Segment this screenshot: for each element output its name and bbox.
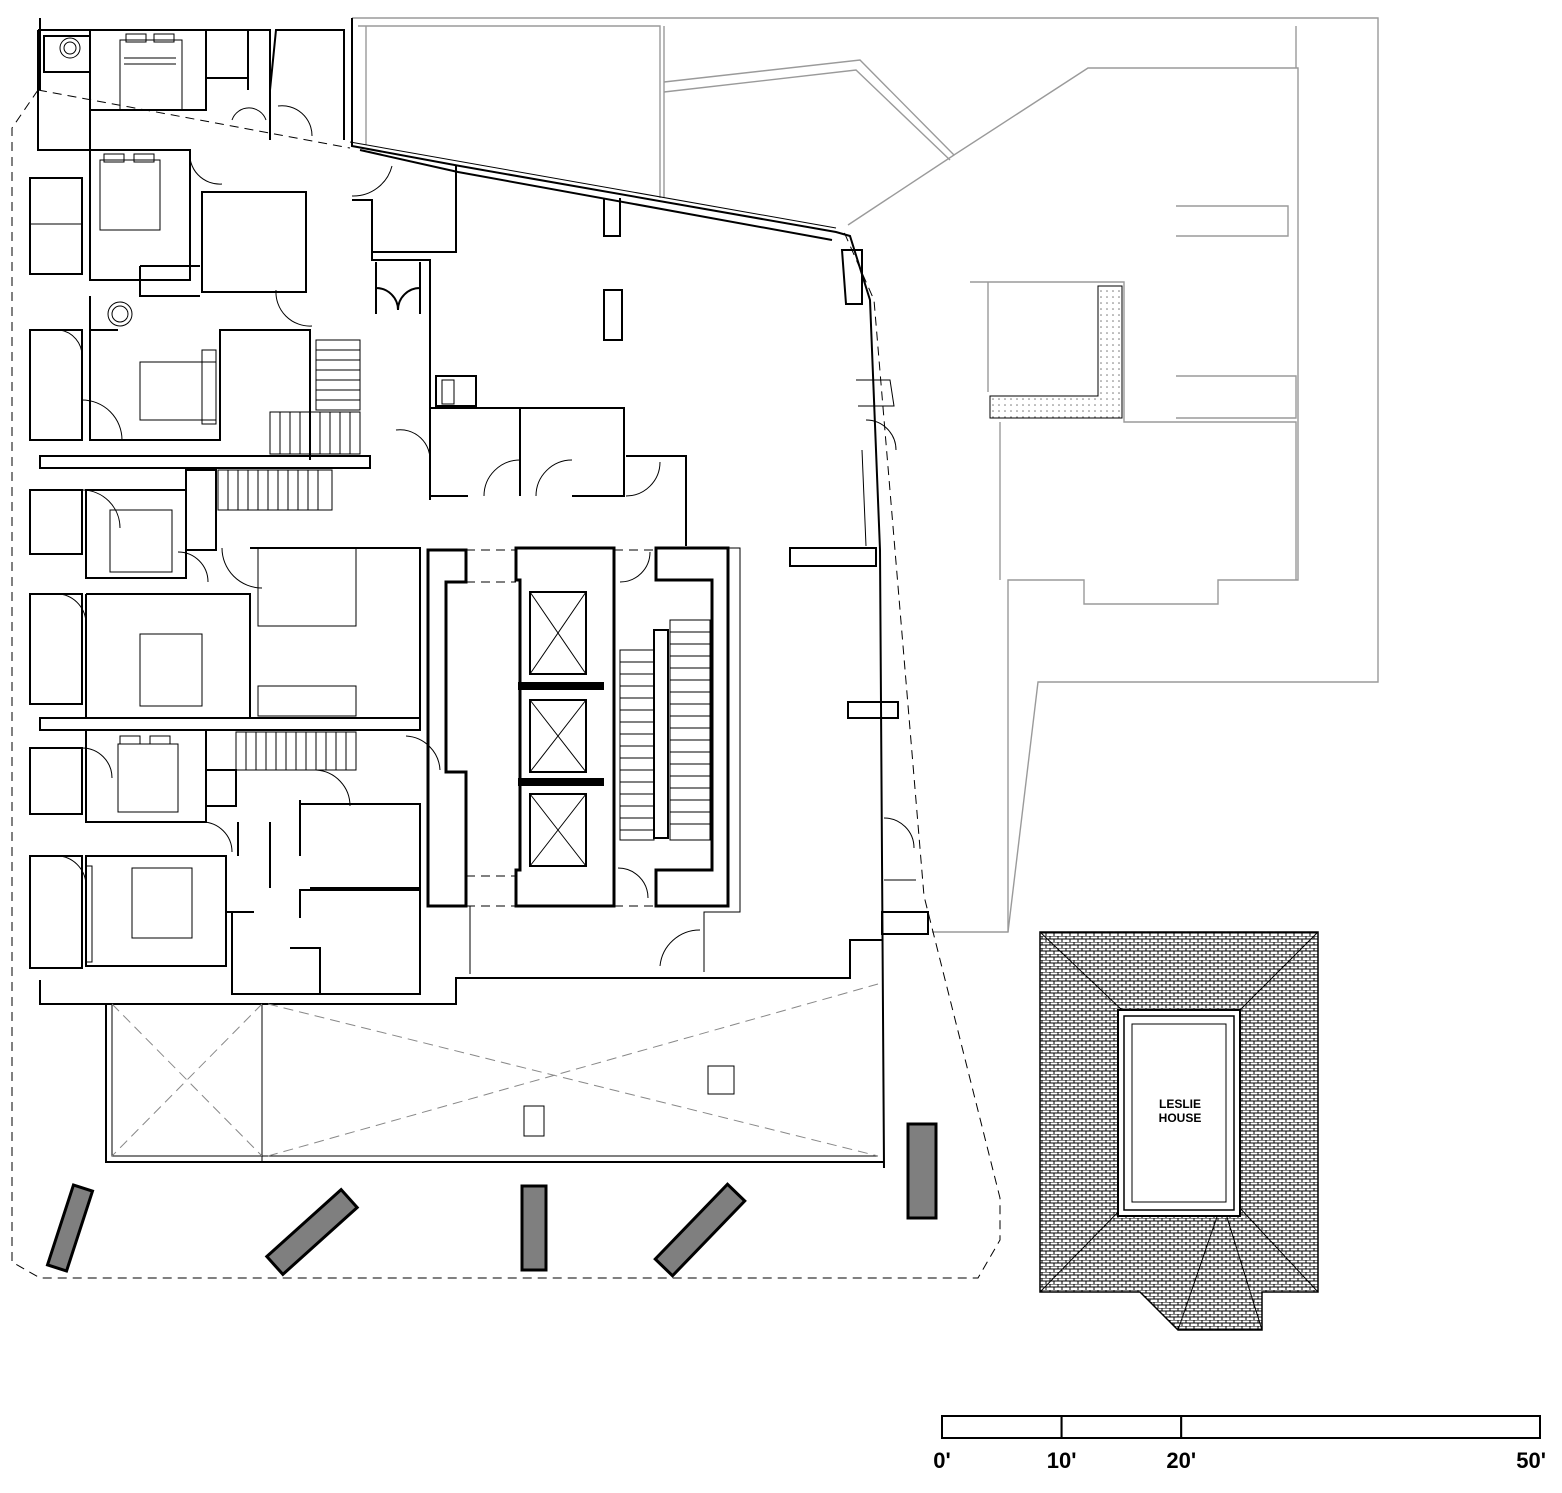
scale-bar-tick-label: 0' bbox=[933, 1448, 950, 1473]
planters bbox=[45, 1122, 938, 1278]
main-stair bbox=[619, 619, 711, 841]
adjacent-property-lines bbox=[352, 17, 1379, 933]
leslie-house: LESLIE HOUSE bbox=[1039, 931, 1319, 1331]
site-boundary bbox=[11, 89, 1001, 1279]
building-label-line1: LESLIE bbox=[1159, 1097, 1201, 1111]
residential-units bbox=[29, 29, 457, 995]
scale-bar: 0' 10' 20' 50' bbox=[933, 1415, 1546, 1473]
scale-bar-tick-label: 10' bbox=[1047, 1448, 1077, 1473]
terrace bbox=[105, 983, 884, 1163]
scale-bar-tick-label: 20' bbox=[1166, 1448, 1196, 1473]
scale-bar-segment bbox=[1180, 1415, 1541, 1439]
scale-bar-segment bbox=[1060, 1415, 1183, 1439]
central-core bbox=[405, 198, 929, 974]
building-label-line2: HOUSE bbox=[1159, 1111, 1202, 1125]
building-outline bbox=[37, 18, 885, 1169]
scale-bar-tick-label: 50' bbox=[1516, 1448, 1546, 1473]
stair-runs bbox=[217, 339, 361, 771]
dotted-planter-strip bbox=[989, 285, 1123, 419]
scale-bar-segment bbox=[941, 1415, 1063, 1439]
